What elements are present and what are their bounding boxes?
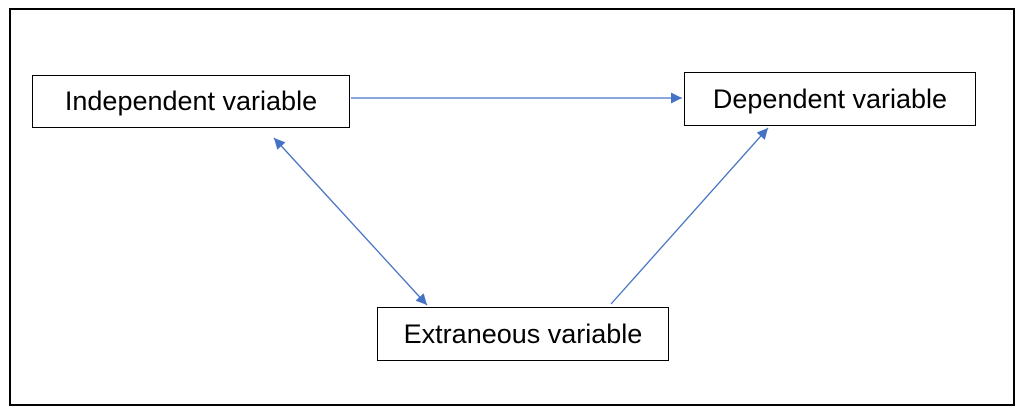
node-extraneous-variable: Extraneous variable — [377, 307, 669, 361]
node-independent-variable: Independent variable — [32, 75, 350, 128]
arrow-independent-extraneous-bidirectional — [273, 137, 428, 306]
node-label: Extraneous variable — [403, 318, 643, 349]
node-label: Dependent variable — [712, 83, 948, 114]
node-dependent-variable: Dependent variable — [684, 72, 976, 126]
arrow-extraneous-to-dependent — [610, 127, 769, 305]
node-label: Independent variable — [64, 86, 318, 116]
